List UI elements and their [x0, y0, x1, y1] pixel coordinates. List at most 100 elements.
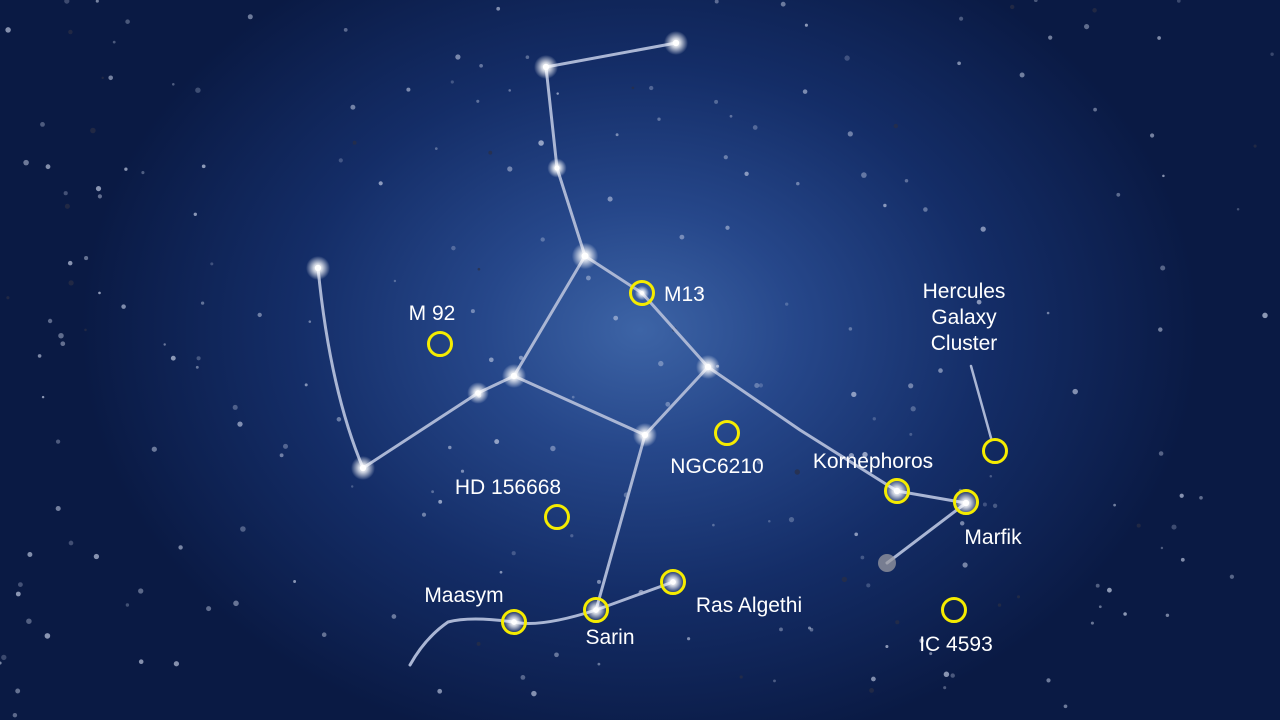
background-star [1158, 451, 1164, 456]
background-star [470, 309, 475, 314]
background-star [754, 382, 760, 389]
background-star [338, 158, 343, 163]
background-star [874, 456, 878, 460]
background-star [97, 194, 102, 199]
background-star [938, 368, 943, 373]
background-star [90, 127, 96, 134]
background-star [1072, 388, 1078, 395]
background-star [508, 89, 511, 92]
background-star [124, 167, 128, 171]
background-star [586, 275, 591, 281]
background-star [1, 654, 7, 661]
background-star [23, 159, 29, 166]
object-labels: M13 M 92 Hercules Galaxy Cluster NGC6210… [409, 280, 1022, 656]
background-star [758, 383, 764, 388]
background-star [1046, 678, 1051, 683]
background-star [434, 147, 438, 150]
background-star [525, 55, 530, 59]
background-star [121, 304, 126, 309]
background-star [959, 16, 964, 21]
marker-marfik [953, 489, 979, 515]
background-star [95, 186, 102, 192]
constellation-star [672, 39, 680, 47]
constellation-star [475, 390, 481, 396]
background-star [108, 75, 113, 81]
background-star [909, 432, 913, 436]
background-star [698, 289, 702, 293]
constellation-star [510, 372, 518, 380]
background-star [206, 606, 212, 612]
background-star [95, 0, 99, 3]
background-star [1253, 144, 1257, 148]
background-star [538, 140, 544, 146]
target-markers [427, 280, 1008, 635]
background-star [768, 520, 771, 523]
marker-m13 [629, 280, 655, 306]
background-star [520, 675, 526, 680]
background-star [138, 659, 144, 664]
background-star [982, 502, 987, 507]
background-star [658, 360, 664, 367]
background-star [321, 632, 327, 637]
background-star [496, 6, 501, 11]
background-star [860, 555, 865, 560]
constellation-star [554, 165, 560, 171]
background-star [391, 614, 397, 619]
marker-m92 [427, 331, 453, 357]
background-star [613, 315, 619, 321]
background-star [571, 395, 575, 399]
label-maasym: Maasym [424, 584, 503, 607]
background-star [125, 19, 130, 24]
background-star [193, 212, 197, 216]
background-star [848, 327, 853, 331]
background-star [1098, 605, 1102, 609]
background-star [55, 439, 61, 444]
background-star [421, 512, 427, 517]
background-star [58, 332, 64, 339]
background-star [1158, 327, 1163, 332]
label-marfik: Marfik [964, 526, 1022, 549]
marker-hercules-galaxy-cluster [982, 438, 1008, 464]
background-star [714, 0, 719, 4]
constellation-star [640, 291, 644, 295]
background-star [1160, 546, 1164, 550]
constellation-lines [316, 41, 993, 667]
background-star [308, 320, 312, 323]
background-star [1157, 36, 1161, 40]
label-kornephoros: Kornephoros [813, 450, 933, 473]
background-star [173, 661, 180, 667]
background-star [0, 661, 2, 665]
background-star [18, 582, 23, 587]
background-star [847, 131, 853, 137]
background-star [240, 526, 246, 532]
background-star [1150, 133, 1155, 138]
background-star [1270, 52, 1274, 56]
background-star [196, 356, 201, 361]
background-star [26, 618, 32, 624]
line-keystone [512, 365, 710, 437]
background-star [350, 104, 356, 110]
constellation-stars [306, 31, 978, 633]
constellation-star [593, 607, 599, 613]
marker-ras-algethi [660, 569, 686, 595]
constellation-star [314, 264, 322, 272]
background-star [170, 355, 176, 361]
label-ngc6210: NGC6210 [670, 455, 763, 478]
background-star [511, 551, 516, 556]
background-star [393, 279, 397, 283]
background-star [679, 234, 685, 240]
background-star [976, 299, 982, 305]
background-star [729, 114, 733, 118]
background-star [68, 280, 74, 286]
background-star [27, 552, 33, 557]
background-star [476, 99, 480, 103]
background-star [64, 203, 70, 209]
background-star [304, 383, 308, 387]
background-star [1236, 207, 1240, 211]
label-hercules-galaxy-cluster-line-1: Hercules [923, 280, 1006, 303]
background-star [257, 312, 262, 318]
background-star [904, 179, 909, 183]
background-star [757, 459, 762, 465]
background-star [406, 87, 411, 92]
